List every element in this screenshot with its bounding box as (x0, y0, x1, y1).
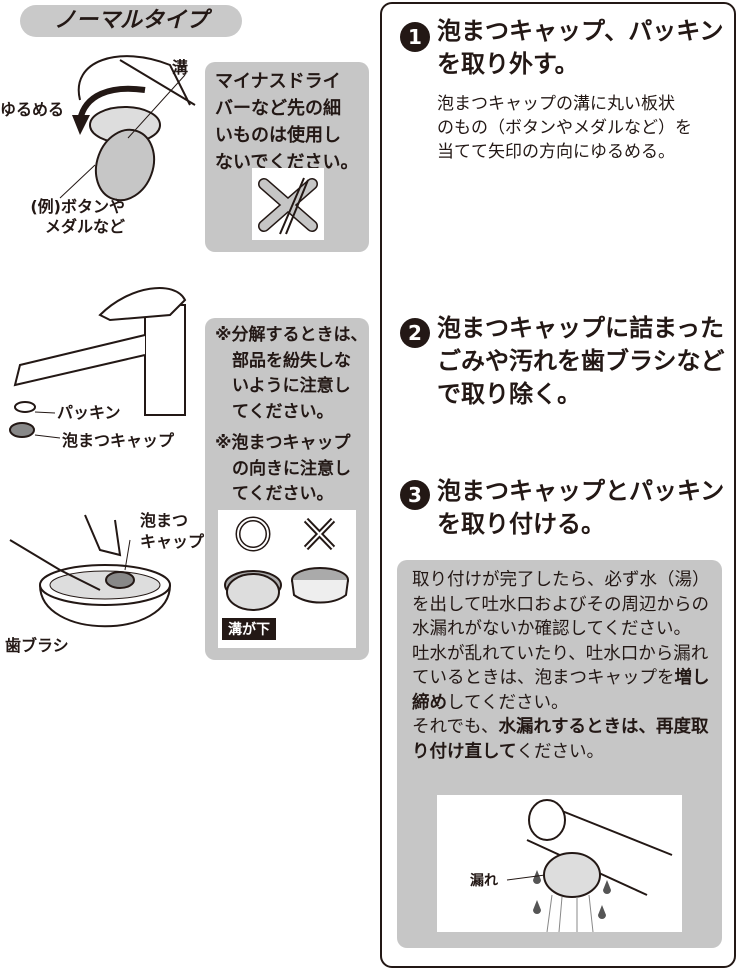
step-2-title: 泡まつキャップに詰まった ごみや汚れを歯ブラシなど で取り除く。 (437, 314, 725, 408)
note-paragraph-1: 取り付けが完了したら、必ず水（湯）を出して吐水口およびその周辺からの水漏れがない… (412, 570, 710, 639)
warning-box: マイナスドライ バーなど先の細 いものは使用し ないでください。 (205, 62, 369, 252)
example-label: (例)ボタンや メダルなど (30, 197, 125, 236)
note-text: してください。 (447, 692, 569, 713)
leak-illustration: 漏れ (437, 795, 682, 933)
loosen-cap-illustration (59, 55, 196, 202)
faucet-illustration (9, 287, 187, 439)
cross-ng-icon (303, 517, 336, 551)
circle-ok-icon (235, 516, 271, 552)
caution-note-orientation: ※泡まつキャップ の向きに注意し てください。 (215, 433, 351, 504)
check-leak-note: 取り付けが完了したら、必ず水（湯）を出して吐水口およびその周辺からの水漏れがない… (397, 560, 722, 948)
cleaning-illustration (9, 514, 171, 628)
caution-box: ※分解するときは、 部品を紛失しな いように注意し てください。 ※泡まつキャッ… (205, 318, 369, 660)
note-emphasis: 増し締め (412, 668, 710, 713)
packing-label: パッキン (57, 403, 121, 422)
note-text: 吐水が乱れていたり、吐水口から漏れているときは、泡まつキャップを (412, 643, 709, 689)
section-title: ノーマルタイプ (20, 5, 242, 37)
note-text: ください。 (516, 741, 604, 762)
cap-label: 泡まつキャップ (62, 431, 175, 450)
note-paragraph-3: それでも、水漏れするときは、再度取り付け直してください。 (412, 715, 712, 764)
note-emphasis: 水漏れするときは、再度取り付け直して (412, 717, 709, 762)
caution-note-disassembly: ※分解するときは、 部品を紛失しな いように注意し てください。 (215, 325, 368, 422)
step-2-number: 2 (400, 318, 430, 348)
orientation-illustration: 溝が下 (218, 510, 356, 648)
warning-text: マイナスドライ バーなど先の細 いものは使用し ないでください。 (215, 71, 359, 173)
toothbrush-label: 歯ブラシ (5, 636, 69, 655)
step-1-title: 泡まつキャップ、パッキン を取り外す。 (437, 17, 724, 78)
prohibited-screwdriver-icon (252, 168, 324, 240)
note-text: それでも、 (412, 717, 499, 737)
step-1-description: 泡まつキャップの溝に丸い板状 のもの（ボタンやメダルなど）を 当てて矢印の方向に… (437, 94, 692, 162)
step-3-title: 泡まつキャップとパッキン を取り付ける。 (437, 477, 725, 538)
leak-label: 漏れ (470, 873, 498, 889)
step-1-number: 1 (400, 22, 430, 52)
step-3-number: 3 (400, 480, 430, 510)
groove-down-label: 溝が下 (222, 618, 276, 640)
note-paragraph-2: 吐水が乱れていたり、吐水口から漏れているときは、泡まつキャップを増し締めしてくだ… (412, 642, 712, 716)
cap-label-2: 泡まつ キャップ (140, 511, 205, 551)
loosen-label: ゆるめる (0, 100, 65, 119)
groove-label: 溝 (172, 58, 189, 77)
instructions-panel (380, 2, 736, 968)
